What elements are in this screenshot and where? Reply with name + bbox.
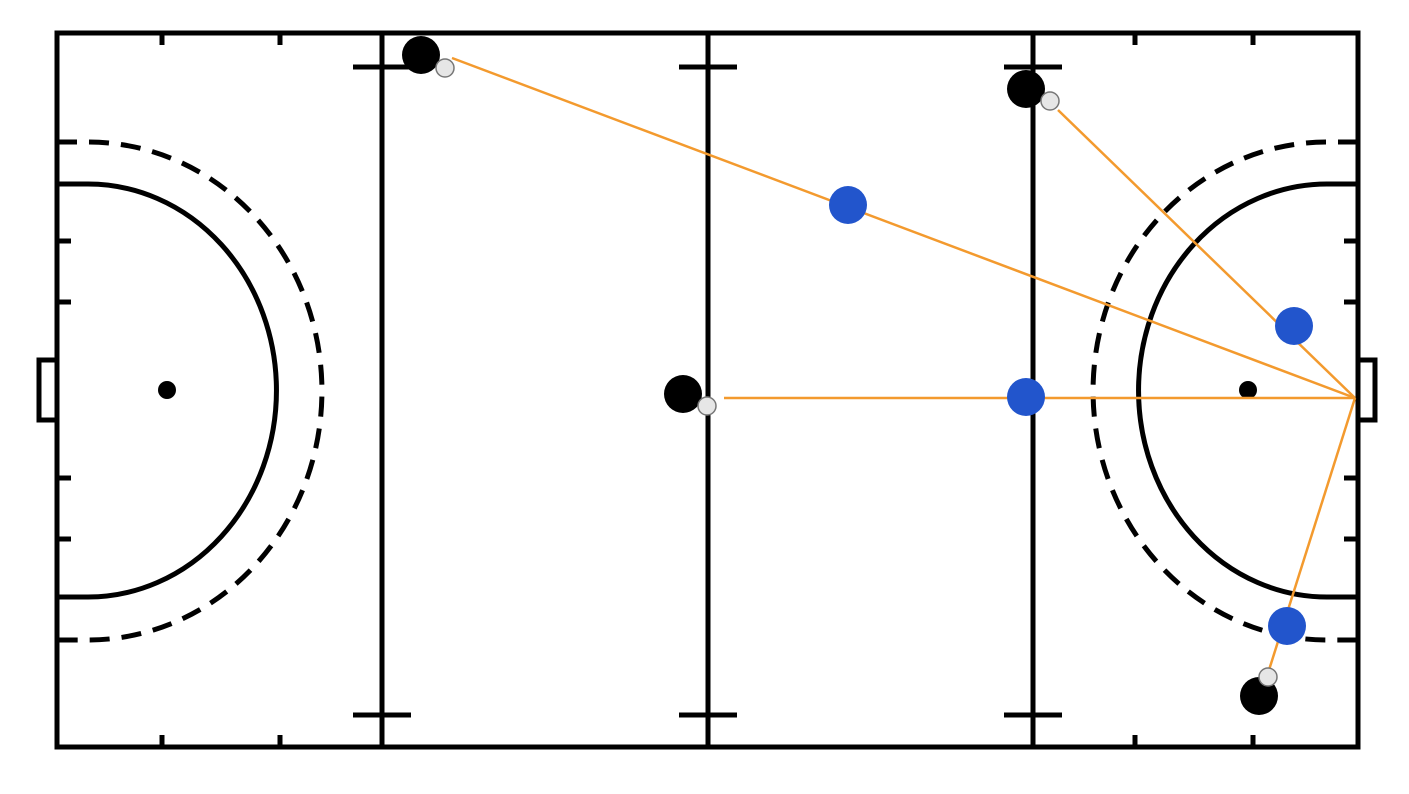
right-goal [1355, 357, 1378, 423]
right-dashed-circle [1090, 139, 1358, 643]
black-disc-icon[interactable] [1007, 70, 1045, 108]
left-penalty-spot [158, 381, 176, 399]
ball-icon[interactable] [1258, 667, 1278, 687]
left-dashed-circle [57, 139, 325, 643]
pass-line [1057, 109, 1356, 399]
blue-disc-icon[interactable] [1275, 307, 1313, 345]
blue-disc-icon[interactable] [1007, 378, 1045, 416]
pass-line [451, 56, 1356, 400]
ball-icon[interactable] [435, 58, 455, 78]
black-disc-icon[interactable] [664, 375, 702, 413]
balls [435, 58, 1278, 687]
ball-icon[interactable] [697, 396, 717, 416]
blue-disc-icon[interactable] [829, 186, 867, 224]
black-disc-icon[interactable] [402, 36, 440, 74]
pitch-markings [36, 30, 1378, 750]
right-penalty-spot [1239, 381, 1257, 399]
right-shooting-circle [1136, 181, 1358, 600]
left-shooting-circle [57, 181, 279, 600]
blue-disc-icon[interactable] [1268, 607, 1306, 645]
defenders [829, 186, 1313, 645]
left-goal [36, 357, 60, 423]
ball-icon[interactable] [1040, 91, 1060, 111]
